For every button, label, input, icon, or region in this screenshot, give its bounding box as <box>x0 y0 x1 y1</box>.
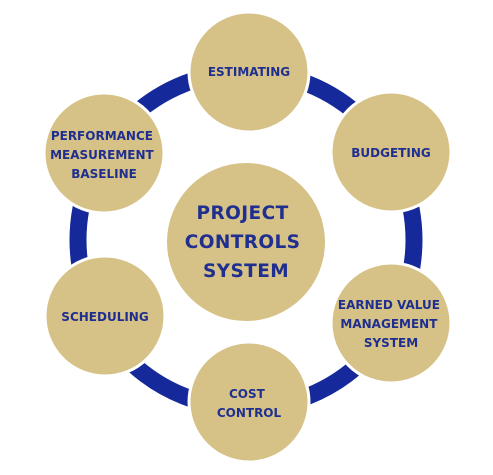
node-estimating-circle <box>187 10 311 134</box>
node-cost-control-label: COST CONTROL <box>217 387 282 420</box>
node-budgeting-circle <box>329 90 453 214</box>
node-earned-value-line-2: MANAGEMENT <box>340 317 438 331</box>
node-earned-value-line-1: EARNED VALUE <box>338 298 440 312</box>
node-scheduling-circle <box>43 254 167 378</box>
node-earned-value: EARNED VALUE MANAGEMENT SYSTEM <box>329 261 453 385</box>
node-scheduling: SCHEDULING <box>43 254 167 378</box>
node-performance-baseline-line-1: PERFORMANCE <box>51 129 153 143</box>
node-performance-baseline-line-2: MEASUREMENT <box>50 148 154 162</box>
node-performance-baseline: PERFORMANCE MEASUREMENT BASELINE <box>42 91 166 215</box>
node-budgeting: BUDGETING <box>329 90 453 214</box>
center-label-line-1: PROJECT <box>197 203 289 224</box>
node-scheduling-label: SCHEDULING <box>61 310 148 324</box>
center-label: PROJECT CONTROLS SYSTEM <box>185 203 308 282</box>
node-scheduling-line-1: SCHEDULING <box>61 310 148 324</box>
node-cost-control-line-2: CONTROL <box>217 406 282 420</box>
node-budgeting-label: BUDGETING <box>351 146 430 160</box>
center-node: PROJECT CONTROLS SYSTEM <box>167 163 325 321</box>
node-performance-baseline-line-3: BASELINE <box>71 167 137 181</box>
node-cost-control-line-1: COST <box>229 387 266 401</box>
node-budgeting-line-1: BUDGETING <box>351 146 430 160</box>
node-earned-value-circle <box>329 261 453 385</box>
center-label-line-2: CONTROLS <box>185 232 301 253</box>
center-label-line-3: SYSTEM <box>203 261 289 282</box>
node-estimating-line-1: ESTIMATING <box>208 65 290 79</box>
node-earned-value-label: EARNED VALUE MANAGEMENT SYSTEM <box>338 298 444 350</box>
node-earned-value-line-3: SYSTEM <box>364 336 418 350</box>
node-cost-control-circle <box>187 340 311 464</box>
center-circle <box>167 163 325 321</box>
node-performance-baseline-circle <box>42 91 166 215</box>
node-estimating-label: ESTIMATING <box>208 65 290 79</box>
node-cost-control: COST CONTROL <box>187 340 311 464</box>
node-performance-baseline-label: PERFORMANCE MEASUREMENT BASELINE <box>50 129 158 181</box>
node-estimating: ESTIMATING <box>187 10 311 134</box>
